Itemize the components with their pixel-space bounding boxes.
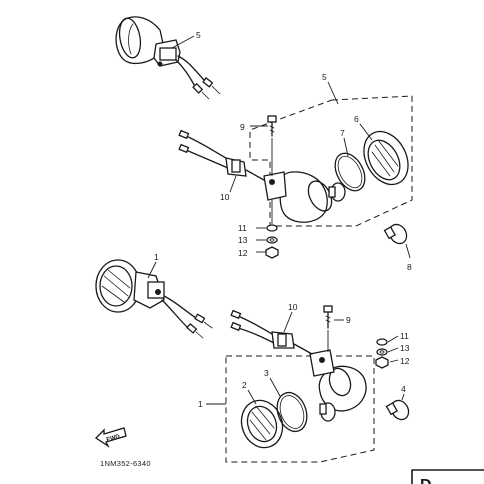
page-mark-box: D (411, 469, 484, 484)
diagram-part-code: 1NM352-6340 (100, 459, 151, 468)
leader-lines (147, 35, 405, 405)
callout-5-top-left: 5 (196, 30, 201, 40)
callout-labels: 5 5 9 7 6 10 11 13 12 8 1 10 9 11 13 12 … (154, 30, 412, 409)
lens-part-6 (363, 130, 409, 186)
callout-2: 2 (242, 380, 247, 390)
callout-10-top: 10 (220, 192, 230, 202)
bolt-part-9-bottom (323, 305, 333, 352)
bulb-part-4 (385, 399, 410, 421)
housing-body-bottom (309, 349, 367, 422)
forward-direction-arrow: FWD (94, 427, 127, 448)
callout-12-bottom: 12 (400, 356, 410, 366)
callout-7: 7 (340, 128, 345, 138)
exploded-group-bottom (225, 355, 375, 463)
washers-top (265, 200, 279, 259)
turn-signal-assembly-top-left (115, 16, 221, 100)
callout-9-bottom: 9 (346, 315, 351, 325)
lens-part-2 (240, 399, 284, 449)
bulb-part-8 (383, 223, 411, 259)
gasket-part-7 (334, 152, 366, 192)
callout-11-top: 11 (238, 223, 247, 233)
housing-body-top (263, 171, 346, 223)
turn-signal-assembly-bottom-left (95, 259, 213, 339)
callout-4: 4 (401, 384, 406, 394)
callout-1-bottom-group: 1 (198, 399, 203, 409)
page-mark-letter: D (420, 477, 432, 484)
callout-3: 3 (264, 368, 269, 378)
callout-13-top: 13 (238, 235, 248, 245)
wire-connector-part-10-top (178, 129, 265, 181)
callout-12-top: 12 (238, 248, 248, 258)
bolt-part-9-top (267, 115, 277, 176)
forward-label: FWD (106, 434, 121, 444)
gasket-part-3 (276, 391, 308, 433)
callout-13-bottom: 13 (400, 343, 410, 353)
callout-8: 8 (407, 262, 412, 272)
callout-6: 6 (354, 114, 359, 124)
washers-bottom (375, 338, 389, 369)
wire-connector-part-10-bottom (230, 309, 313, 355)
callout-9-top: 9 (240, 122, 245, 132)
callout-5-top-group: 5 (322, 72, 327, 82)
callout-11-bottom: 11 (400, 331, 409, 341)
callout-1-bottom-left: 1 (154, 252, 159, 262)
callout-10-bottom: 10 (288, 302, 298, 312)
